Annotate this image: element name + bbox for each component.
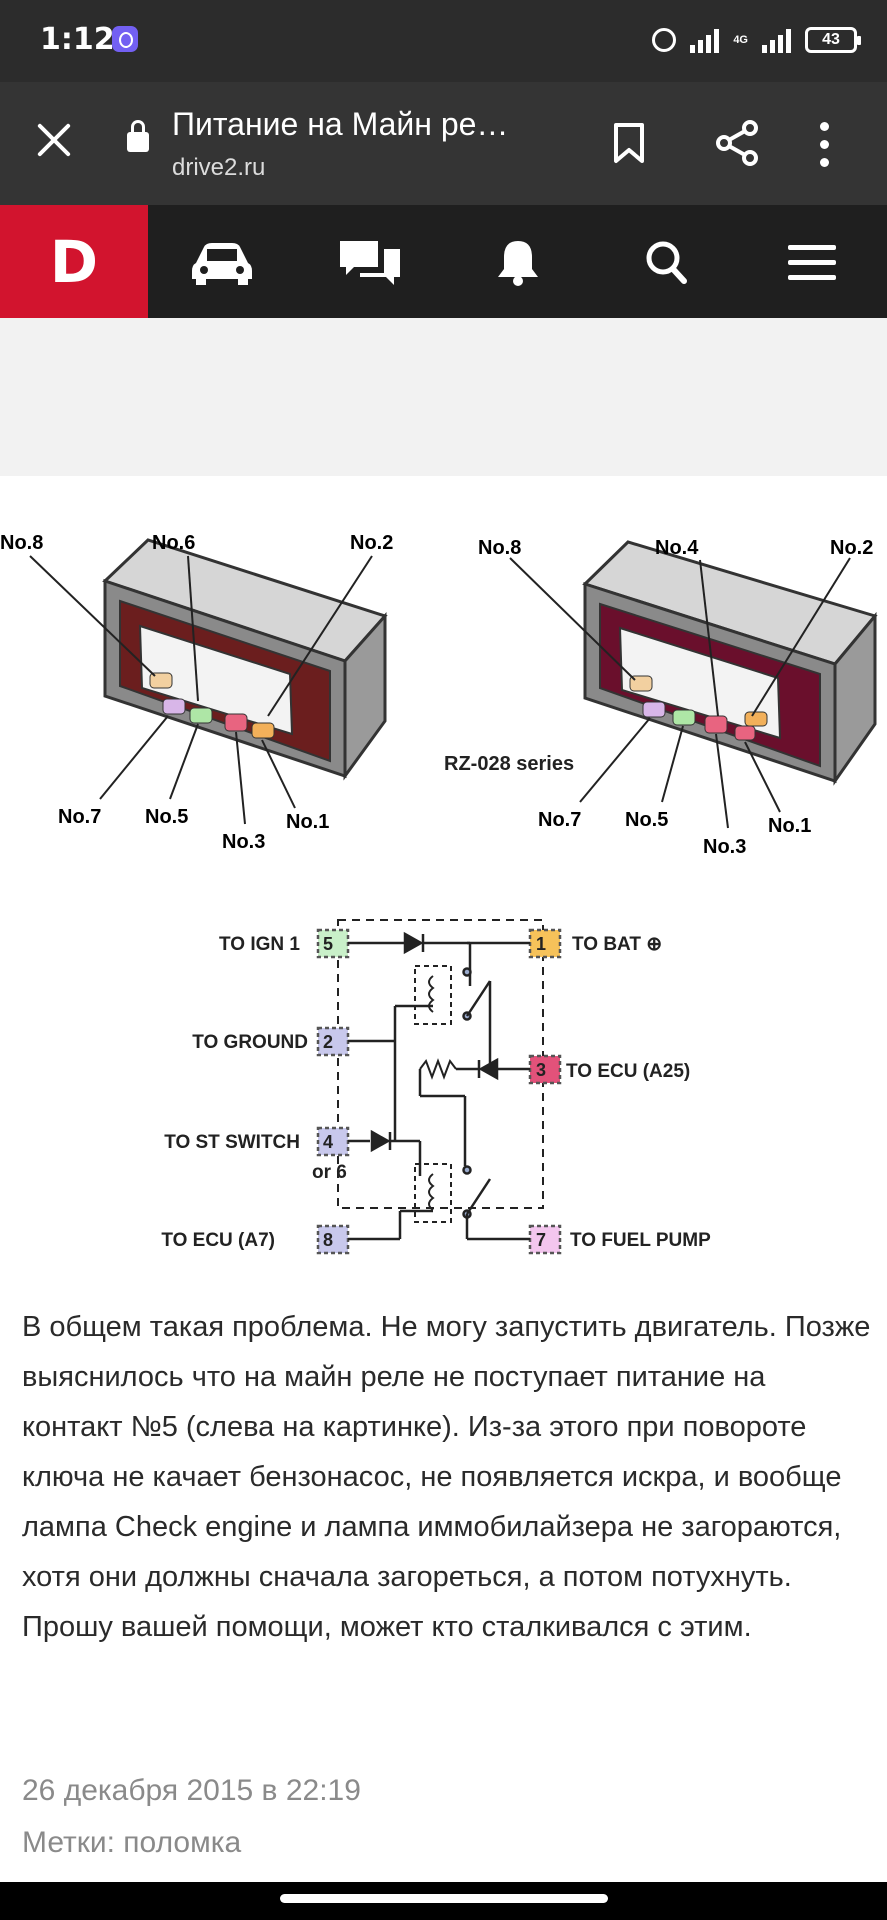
pin-1-box — [528, 928, 562, 959]
right-connector: No.8 No.4 No.2 RZ-028 series No.7 No.5 N… — [444, 537, 878, 858]
network-type: 4G — [733, 33, 748, 46]
right-label-no3: No.3 — [703, 836, 746, 858]
left-label-no8: No.8 — [0, 532, 43, 554]
status-time: 1:12 — [40, 22, 115, 57]
left-label-no5: No.5 — [145, 806, 188, 828]
chat-icon[interactable] — [338, 237, 402, 287]
page-title[interactable]: Питание на Майн ре… — [172, 106, 509, 142]
left-label-no1: No.1 — [286, 811, 329, 833]
ad-placeholder — [0, 318, 887, 476]
circuit-labels: 5 2 4 8 1 3 7 TO IGN 1 TO GROUND TO ST S… — [161, 934, 711, 1251]
pin-3-box — [528, 1054, 562, 1085]
left-label-no2: No.2 — [350, 532, 393, 554]
pin-4-number: 4 — [323, 1132, 333, 1152]
post-tags[interactable]: Метки: поломка — [22, 1826, 242, 1859]
share-icon[interactable] — [714, 120, 760, 166]
pin-5-number: 5 — [323, 934, 333, 954]
label-to-ecu-a7: TO ECU (A7) — [161, 1230, 275, 1251]
gesture-handle[interactable] — [280, 1894, 608, 1903]
status-bar: 1:12 4G 43 — [0, 0, 887, 82]
car-icon[interactable] — [190, 237, 254, 287]
browser-toolbar: Питание на Майн ре… drive2.ru — [0, 82, 887, 205]
signal-icon — [690, 27, 720, 53]
label-to-fuel-pump: TO FUEL PUMP — [570, 1230, 711, 1251]
pin-7-number: 7 — [536, 1230, 546, 1250]
left-label-no7: No.7 — [58, 806, 101, 828]
pin-1-number: 1 — [536, 934, 546, 954]
bell-icon[interactable] — [496, 237, 540, 287]
pin-2-number: 2 — [323, 1032, 333, 1052]
right-label-no4: No.4 — [655, 537, 699, 559]
right-label-no7: No.7 — [538, 809, 581, 831]
label-to-bat: TO BAT ⊕ — [572, 934, 662, 955]
viber-icon — [112, 26, 138, 52]
pin-3-number: 3 — [536, 1060, 546, 1080]
article-text: В общем такая проблема. Не могу запустит… — [22, 1311, 871, 1643]
label-to-ground: TO GROUND — [192, 1032, 308, 1053]
label-to-ecu-a25: TO ECU (A25) — [566, 1061, 690, 1082]
close-icon[interactable] — [32, 118, 76, 162]
battery-level: 43 — [822, 31, 840, 48]
left-label-no3: No.3 — [222, 831, 265, 853]
pin-4-box — [316, 1126, 350, 1157]
site-navigation: D — [0, 205, 887, 318]
right-label-no1: No.1 — [768, 815, 811, 837]
label-to-st-switch: TO ST SWITCH — [164, 1132, 300, 1153]
signal-2-icon — [762, 27, 791, 53]
search-icon[interactable] — [644, 237, 688, 287]
post-date: 26 декабря 2015 в 22:19 — [22, 1774, 361, 1807]
label-to-ign1: TO IGN 1 — [219, 934, 300, 955]
lock-icon — [127, 120, 149, 152]
more-options-icon[interactable] — [820, 122, 830, 168]
left-label-no6: No.6 — [152, 532, 195, 554]
right-label-no5: No.5 — [625, 809, 668, 831]
right-label-no8: No.8 — [478, 537, 521, 559]
alarm-icon — [652, 28, 677, 52]
label-or-6: or 6 — [312, 1162, 347, 1183]
relay-diagram: No.8 No.6 No.2 No.7 No.5 No.3 No.1 No.8 … — [0, 532, 878, 1255]
pin-8-box — [316, 1224, 350, 1255]
drive2-logo[interactable]: D — [0, 205, 148, 318]
right-series-label: RZ-028 series — [444, 753, 574, 775]
left-connector: No.8 No.6 No.2 No.7 No.5 No.3 No.1 — [0, 532, 393, 853]
battery-icon: 43 — [805, 27, 861, 53]
right-label-no2: No.2 — [830, 537, 873, 559]
page-domain[interactable]: drive2.ru — [172, 154, 266, 181]
relay-circuit — [316, 919, 562, 1255]
bookmark-icon[interactable] — [612, 122, 646, 164]
hamburger-menu-icon[interactable] — [786, 237, 838, 287]
pin-8-number: 8 — [323, 1230, 333, 1250]
